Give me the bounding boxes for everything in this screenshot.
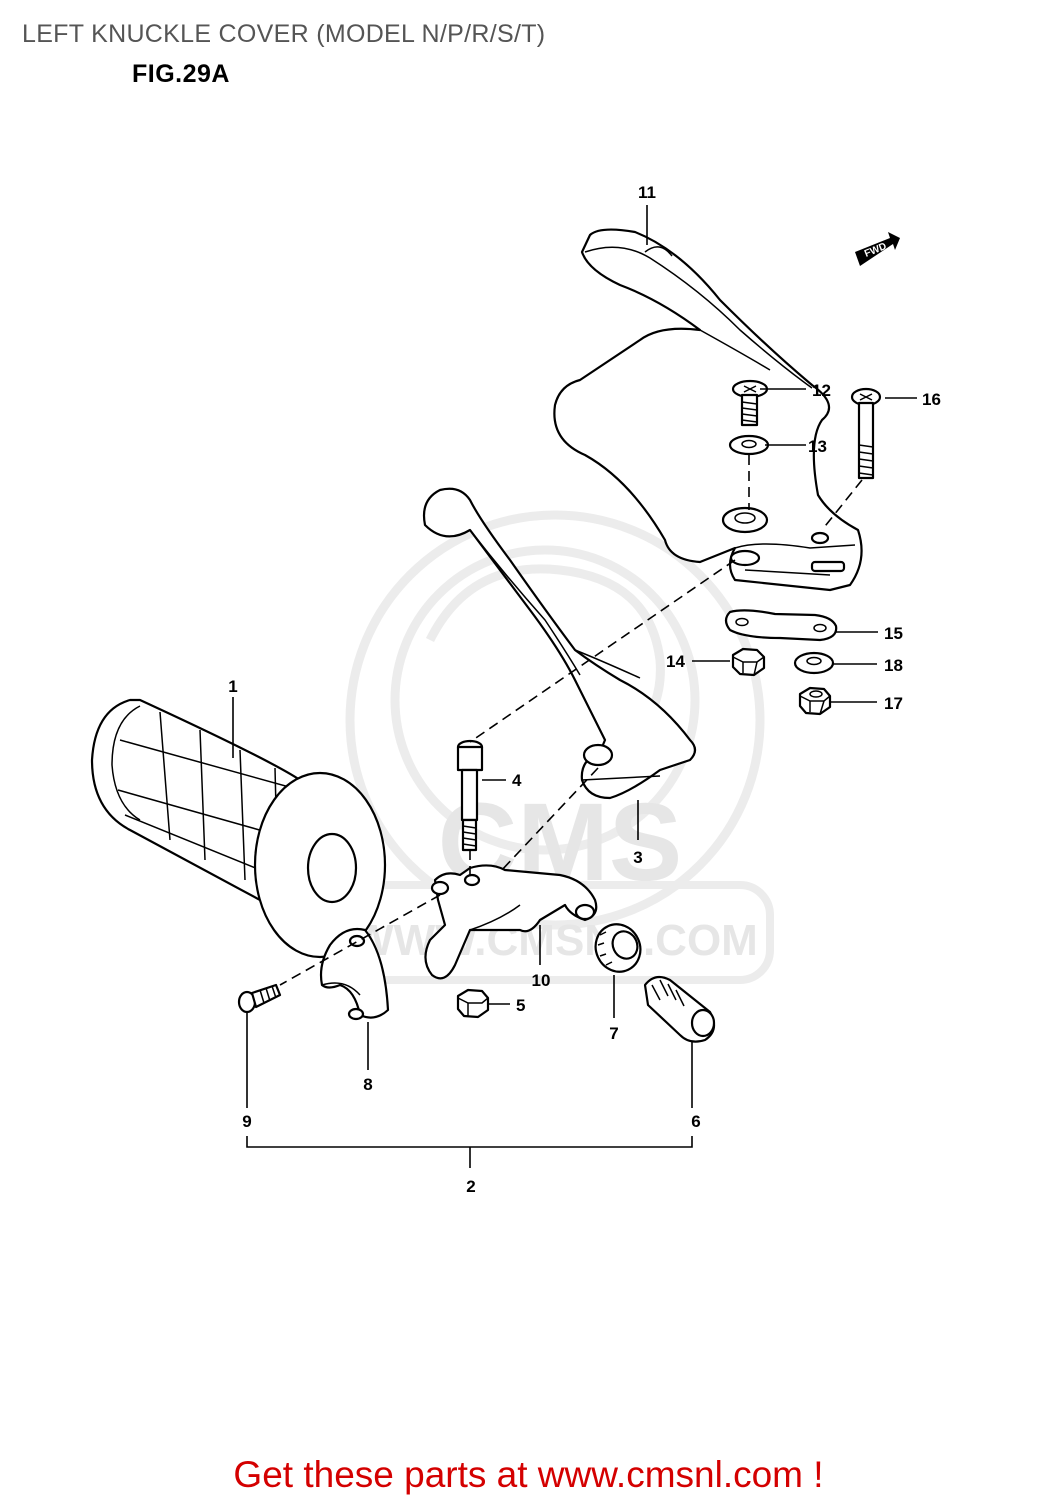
callout-12: 12 — [812, 381, 831, 400]
callout-17: 17 — [884, 694, 903, 713]
part-5-nut — [456, 988, 490, 1019]
part-13-washer — [728, 434, 770, 456]
part-12-screw — [731, 379, 769, 427]
callout-15: 15 — [884, 624, 903, 643]
forward-direction-label: FWD — [863, 241, 888, 260]
part-10-bracket — [424, 864, 598, 980]
part-11-knuckle-cover — [553, 228, 863, 592]
part-6-adjuster-bolt — [643, 975, 716, 1043]
part-15-plate — [724, 609, 838, 642]
callout-7: 7 — [609, 1024, 618, 1043]
part-18-washer — [793, 651, 835, 675]
figure-label: FIG.29A — [132, 60, 230, 88]
callout-13: 13 — [808, 437, 827, 456]
part-8-clamp — [319, 927, 390, 1021]
callout-4: 4 — [512, 771, 522, 790]
footer-link[interactable]: Get these parts at www.cmsnl.com ! — [233, 1454, 824, 1495]
callout-9: 9 — [242, 1112, 251, 1131]
callout-8: 8 — [363, 1075, 372, 1094]
callout-1: 1 — [228, 677, 237, 696]
callout-11: 11 — [638, 183, 656, 202]
callout-leaders — [232, 205, 917, 1168]
part-17-nut — [798, 686, 832, 716]
callout-2: 2 — [466, 1177, 475, 1196]
callout-18: 18 — [884, 656, 903, 675]
part-1-grip — [90, 698, 387, 959]
callout-14: 14 — [666, 652, 685, 671]
callout-numbers: 1 2 3 4 5 6 7 8 9 10 11 12 13 14 15 16 1… — [228, 183, 941, 1196]
callout-5: 5 — [516, 996, 525, 1015]
callout-10: 10 — [532, 971, 551, 990]
callout-3: 3 — [633, 848, 642, 867]
part-14-nut — [731, 647, 766, 677]
part-16-bolt — [850, 387, 882, 480]
part-4-pivot-bolt — [456, 739, 484, 852]
part-3-lever — [422, 487, 697, 800]
callout-6: 6 — [691, 1112, 700, 1131]
watermark-url-text: WWW.CMSNL.COM — [352, 916, 758, 965]
assembly-lines — [279, 455, 863, 986]
part-9-screw — [237, 983, 282, 1014]
forward-direction-arrow: FWD — [855, 232, 900, 266]
page-title: LEFT KNUCKLE COVER (MODEL N/P/R/S/T) — [22, 20, 546, 48]
callout-16: 16 — [922, 390, 941, 409]
part-7-locknut — [594, 923, 642, 973]
